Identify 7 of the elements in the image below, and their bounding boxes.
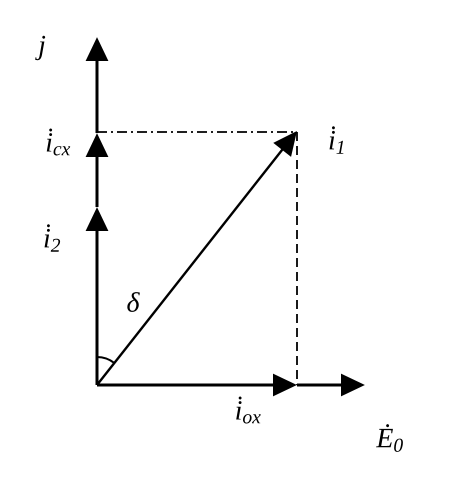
vector-label: i̇$_{1}$ xyxy=(330,126,344,154)
vector-label: i̇$_{2}$ xyxy=(44,224,60,252)
vector-label: j xyxy=(35,36,46,60)
vector-label: δ xyxy=(127,292,140,312)
vector-label: i̇$_{cx}$ xyxy=(46,128,70,156)
vector-label: Ė$_{0}$ xyxy=(376,424,403,452)
vector-label: i̇$_{ox}$ xyxy=(236,396,261,424)
